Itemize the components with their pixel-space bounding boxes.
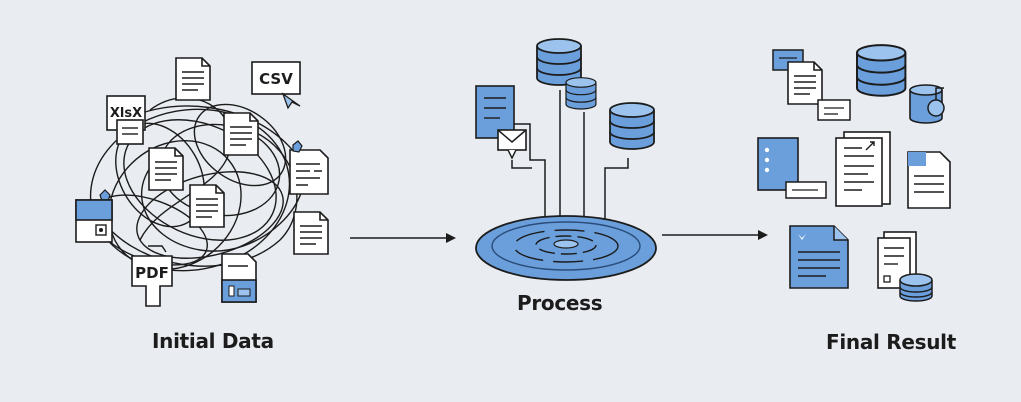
xlsx-file-icon [106, 95, 146, 145]
process-sources [475, 38, 655, 240]
arrow-to-process [350, 233, 456, 243]
arrow-to-result [662, 230, 768, 240]
process-basin [475, 215, 657, 281]
xlsx-tag: XlsX [110, 106, 142, 121]
final-document-icon [789, 225, 849, 289]
secure-storage-icon [909, 84, 945, 124]
final-result-label: Final Result [826, 330, 956, 354]
tablet-icon [757, 137, 827, 199]
csv-tag: CSV [259, 70, 293, 88]
initial-data-label: Initial Data [152, 329, 274, 353]
process-label: Process [517, 291, 603, 315]
chart-file-icon [221, 253, 257, 303]
image-file-icon [75, 199, 113, 243]
archive-icon [877, 231, 933, 302]
pdf-tag: PDF [135, 264, 169, 282]
result-artifacts [757, 44, 951, 302]
input-files [75, 57, 329, 307]
report-stack-icon [835, 131, 891, 207]
envelope-icon [497, 129, 527, 160]
document-icon [907, 151, 951, 209]
pdf-file-icon [131, 245, 173, 307]
csv-file-icon [251, 61, 301, 110]
